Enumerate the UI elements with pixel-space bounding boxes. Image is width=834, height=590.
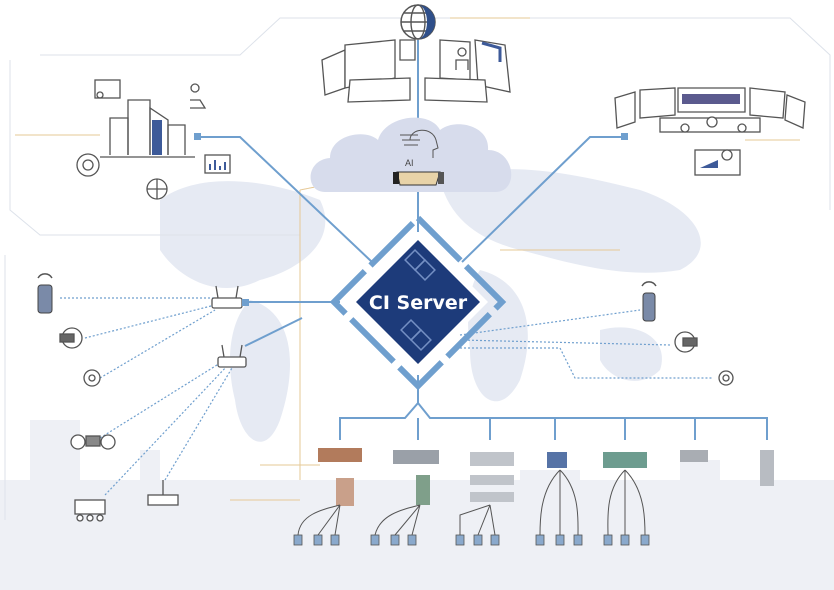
plc-modules bbox=[318, 448, 774, 506]
vr-headset-icon bbox=[674, 331, 698, 353]
wireless-sensor-icon bbox=[641, 281, 657, 322]
camera-icon bbox=[83, 369, 101, 387]
plc-module[interactable] bbox=[393, 450, 439, 505]
wireless-links bbox=[60, 297, 712, 496]
ai-head-icon bbox=[400, 129, 439, 158]
region-frames bbox=[4, 17, 831, 520]
city-office-icon bbox=[76, 79, 231, 200]
control-room-right bbox=[614, 87, 806, 176]
plc-module[interactable] bbox=[547, 452, 567, 468]
ai-label: AI bbox=[405, 158, 414, 168]
ci-server-node[interactable]: CI Server bbox=[329, 213, 507, 391]
wireless-sensor-icon bbox=[37, 273, 53, 314]
ai-cloud: AI bbox=[310, 117, 512, 192]
plc-module[interactable] bbox=[760, 450, 774, 486]
globe-icon bbox=[400, 4, 436, 40]
control-room-top bbox=[321, 39, 511, 103]
vr-headset-icon bbox=[59, 327, 83, 349]
sensor-icons bbox=[293, 534, 650, 546]
agv-icon bbox=[147, 480, 179, 506]
plc-module[interactable] bbox=[470, 452, 514, 502]
chain-link-icon bbox=[400, 249, 436, 351]
handshake-icon bbox=[393, 171, 444, 186]
drone-icon bbox=[70, 434, 116, 450]
ci-server-label: CI Server bbox=[369, 292, 468, 314]
plc-module[interactable] bbox=[603, 452, 647, 468]
sensor-branches bbox=[297, 469, 646, 536]
camera-icon bbox=[718, 370, 734, 386]
plc-module[interactable] bbox=[318, 448, 362, 506]
plc-module[interactable] bbox=[680, 450, 708, 462]
robot-vehicle-icon bbox=[74, 499, 106, 522]
router-icon[interactable] bbox=[211, 285, 249, 309]
connector-lines bbox=[194, 40, 768, 440]
router-icon[interactable] bbox=[217, 344, 247, 368]
